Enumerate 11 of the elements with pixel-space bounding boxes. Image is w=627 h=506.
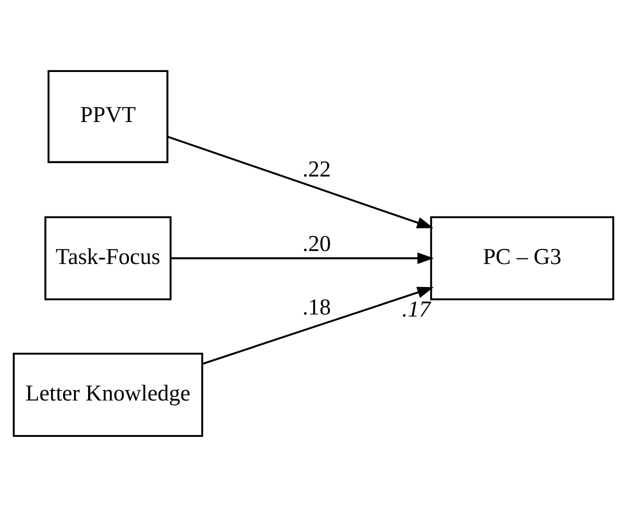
node-box: Letter Knowledge bbox=[12, 352, 204, 436]
edge-label: .18 bbox=[302, 294, 331, 319]
arrow bbox=[170, 252, 434, 264]
arrow bbox=[202, 286, 434, 364]
node-box: PC – G3 bbox=[430, 216, 614, 300]
node-label: .17 bbox=[402, 296, 430, 321]
edge-label: .22 bbox=[302, 156, 331, 182]
arrow bbox=[167, 135, 434, 228]
node-box: PPVT bbox=[48, 70, 168, 163]
node-box: Task-Focus bbox=[44, 216, 172, 300]
edge-label: .20 bbox=[302, 230, 331, 256]
